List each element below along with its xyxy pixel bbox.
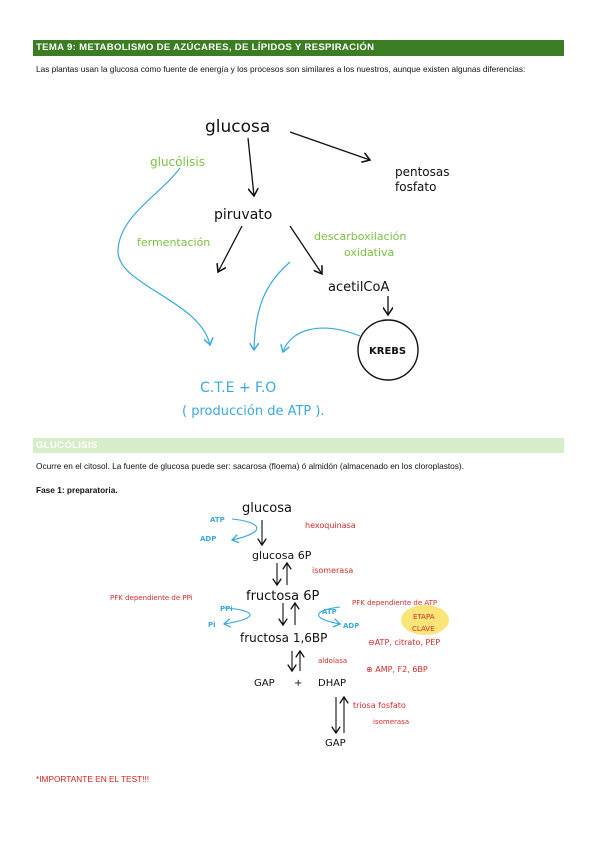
d2-triosa-isomerasa: isomerasa bbox=[373, 718, 409, 726]
d1-glucosa: glucosa bbox=[205, 117, 270, 137]
d2-clave: CLAVE bbox=[412, 625, 435, 633]
d1-glucolisis: glucólisis bbox=[150, 155, 205, 169]
d2-inhibidores: ⊖ATP, citrato, PEP bbox=[368, 638, 440, 647]
d2-gap-2: GAP bbox=[325, 738, 346, 749]
d2-isomerasa: isomerasa bbox=[312, 566, 353, 575]
fase1-heading: Fase 1: preparatoria. bbox=[36, 485, 118, 495]
diagram1-arrows bbox=[117, 131, 388, 352]
krebs-circle bbox=[357, 319, 419, 381]
d2-adp-2: ADP bbox=[343, 622, 359, 630]
d2-atp-2: ATP bbox=[322, 608, 337, 616]
d2-dhap: DHAP bbox=[318, 678, 346, 689]
glucolisis-paragraph: Ocurre en el citosol. La fuente de gluco… bbox=[36, 461, 464, 471]
d2-atp: ATP bbox=[210, 516, 225, 524]
d2-adp: ADP bbox=[200, 535, 216, 543]
important-note: *IMPORTANTE EN EL TEST!!! bbox=[36, 774, 150, 784]
etapa-clave-highlight bbox=[401, 605, 449, 635]
d1-pentosas-2: fosfato bbox=[395, 180, 436, 194]
d1-pentosas-1: pentosas bbox=[395, 165, 450, 179]
section-title-glucolisis: GLUCÓLISIS bbox=[33, 438, 564, 453]
d1-fermentacion: fermentación bbox=[137, 236, 210, 249]
d2-pfk-ppi: PFK dependiente de PPi bbox=[110, 594, 193, 602]
d2-plus: + bbox=[294, 678, 302, 689]
d2-ppi: PPi bbox=[220, 605, 233, 613]
d1-produccion-atp: ( producción de ATP ). bbox=[182, 404, 325, 419]
d2-fructosa-6p: fructosa 6P bbox=[246, 589, 320, 604]
d2-pi: Pi bbox=[208, 621, 216, 629]
d1-descarboxilacion-1: descarboxilación bbox=[314, 230, 406, 243]
d2-triosa-fosfato: triosa fosfato bbox=[353, 701, 406, 710]
intro-paragraph: Las plantas usan la glucosa como fuente … bbox=[36, 64, 526, 74]
d2-hexoquinasa: hexoquinasa bbox=[305, 521, 356, 530]
d2-glucosa-6p: glucosa 6P bbox=[252, 549, 312, 562]
d2-fructosa-16bp: fructosa 1,6BP bbox=[240, 631, 327, 645]
d2-activadores: ⊕ AMP, F2, 6BP bbox=[366, 665, 428, 674]
d2-etapa: ETAPA bbox=[413, 613, 435, 621]
d2-aldolasa: aldolasa bbox=[318, 657, 347, 665]
d1-cte-fo: C.T.E + F.O bbox=[200, 380, 276, 396]
d2-gap: GAP bbox=[254, 678, 275, 689]
d2-pfk-atp: PFK dependiente de ATP bbox=[352, 599, 437, 607]
section-title-tema9: TEMA 9: METABOLISMO DE AZÚCARES, DE LÍPI… bbox=[33, 40, 564, 56]
d1-krebs: KREBS bbox=[369, 346, 406, 357]
diagram2-arrows bbox=[224, 518, 344, 733]
d1-acetilcoa: acetilCoA bbox=[328, 280, 389, 295]
d1-descarboxilacion-2: oxidativa bbox=[344, 246, 394, 259]
d1-piruvato: piruvato bbox=[214, 207, 272, 223]
d2-glucosa: glucosa bbox=[242, 501, 292, 516]
